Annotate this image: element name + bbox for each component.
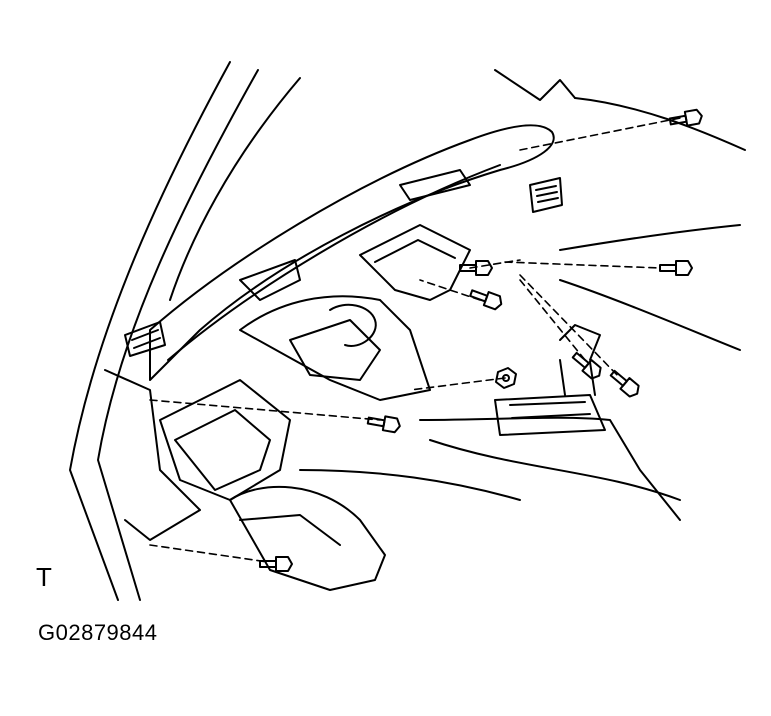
figure-code: G02879844 — [38, 620, 158, 645]
hex-flange-bolt-icon — [469, 289, 503, 311]
hex-flange-bolt-icon — [659, 260, 693, 276]
windshield-frame — [69, 61, 746, 601]
hex-flange-bolt-icon — [668, 108, 703, 127]
hex-flange-bolt-icon — [609, 369, 640, 398]
center-cluster — [239, 224, 471, 401]
hex-flange-bolt-icon — [571, 351, 602, 380]
bolt-guide-lines — [149, 117, 681, 563]
hex-flange-bolt-icon — [366, 415, 401, 434]
hex-flange-bolt-icon — [259, 556, 293, 572]
floor-contours — [299, 224, 741, 501]
left-air-vent — [124, 321, 166, 357]
hex-nut-icon — [495, 367, 517, 389]
lower-instrument-panel — [104, 369, 386, 591]
hex-flange-bolt-icon — [459, 260, 493, 276]
side-air-vent — [529, 177, 563, 213]
center-console — [419, 324, 681, 521]
view-letter: T — [36, 562, 52, 592]
dashboard-top-pad — [149, 124, 555, 381]
